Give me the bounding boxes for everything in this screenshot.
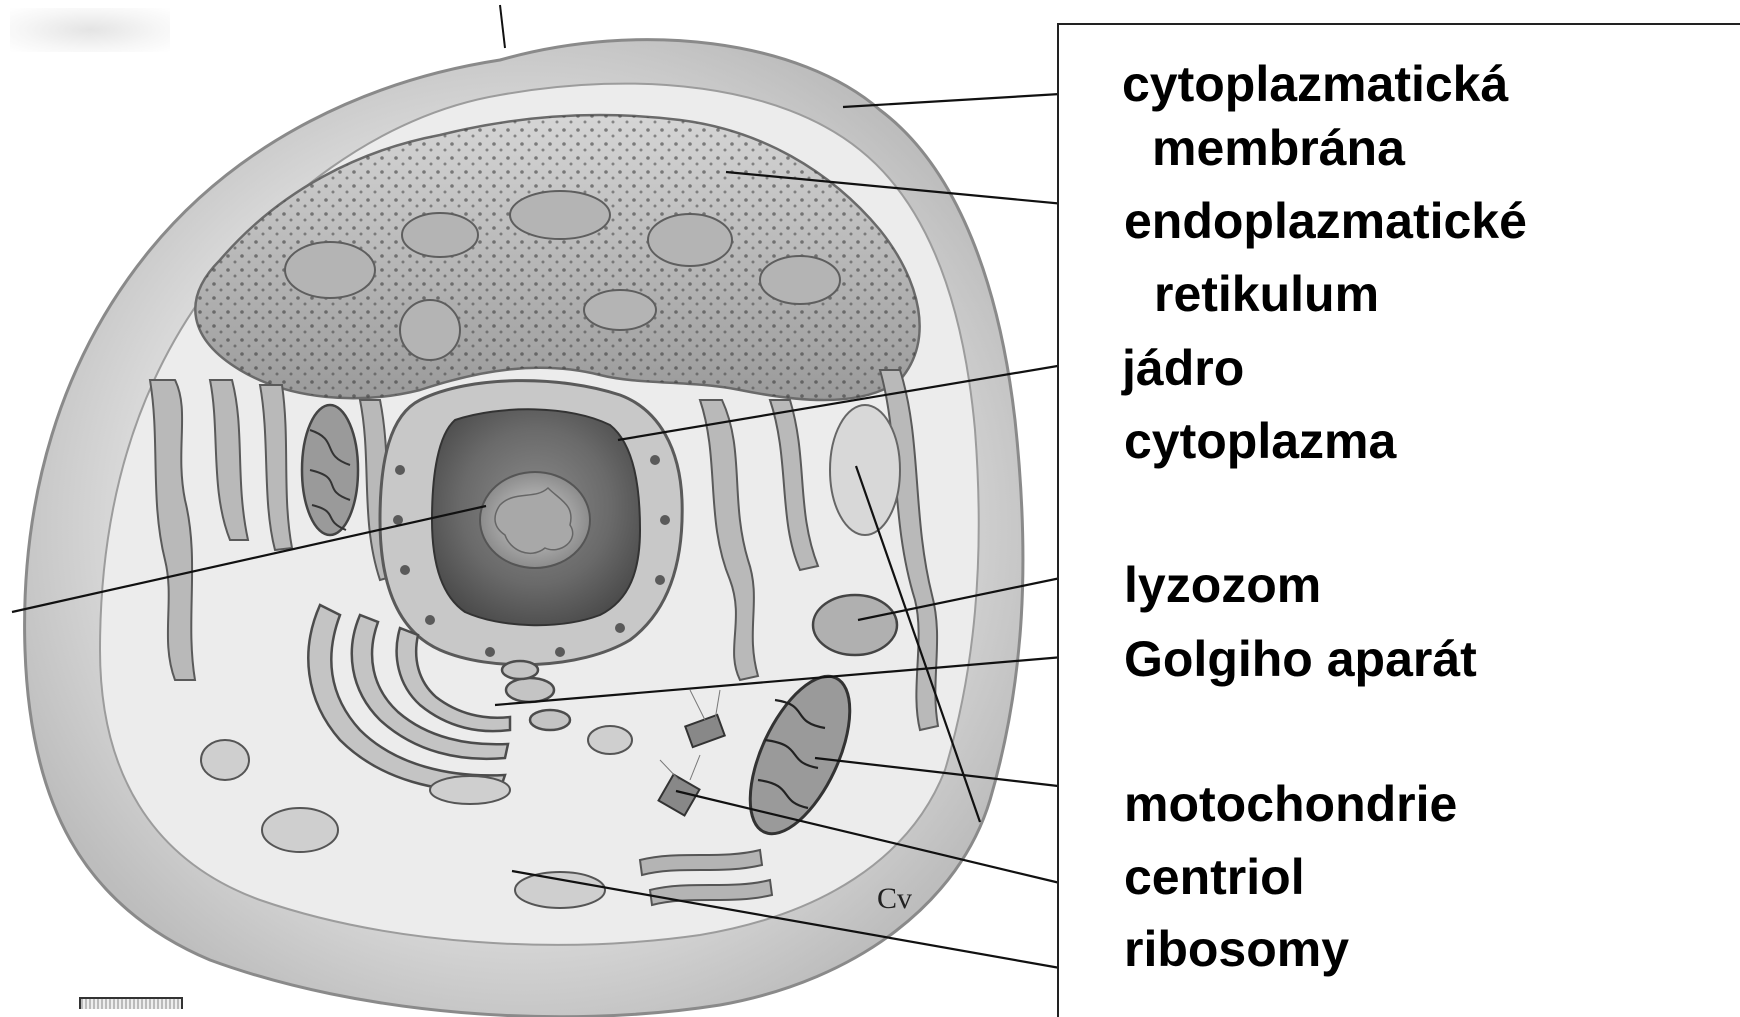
source-mark: Cv bbox=[877, 882, 912, 916]
vesicle-right bbox=[830, 405, 900, 535]
lysosome-shape bbox=[813, 595, 897, 655]
label-endoplasmic-reticulum-line2: retikulum bbox=[1154, 266, 1379, 322]
scale-bar bbox=[79, 997, 183, 1009]
label-ribosomes: ribosomy bbox=[1124, 921, 1349, 977]
label-centriole: centriol bbox=[1124, 849, 1305, 905]
label-lysosome: lyzozom bbox=[1124, 557, 1321, 613]
label-cytoplasmic-membrane-line1: cytoplazmatická bbox=[1122, 56, 1508, 112]
mitochondrion-upper bbox=[302, 405, 358, 535]
label-cytoplasm: cytoplazma bbox=[1124, 413, 1396, 469]
label-nucleus: jádro bbox=[1122, 340, 1244, 396]
label-cytoplasmic-membrane-line2: membrána bbox=[1152, 120, 1405, 176]
top-tick-line bbox=[500, 5, 505, 48]
label-mitochondria: motochondrie bbox=[1124, 776, 1457, 832]
label-golgi: Golgiho aparát bbox=[1124, 631, 1477, 687]
line-membrane bbox=[843, 93, 1077, 107]
label-endoplasmic-reticulum-line1: endoplazmatické bbox=[1124, 193, 1527, 249]
